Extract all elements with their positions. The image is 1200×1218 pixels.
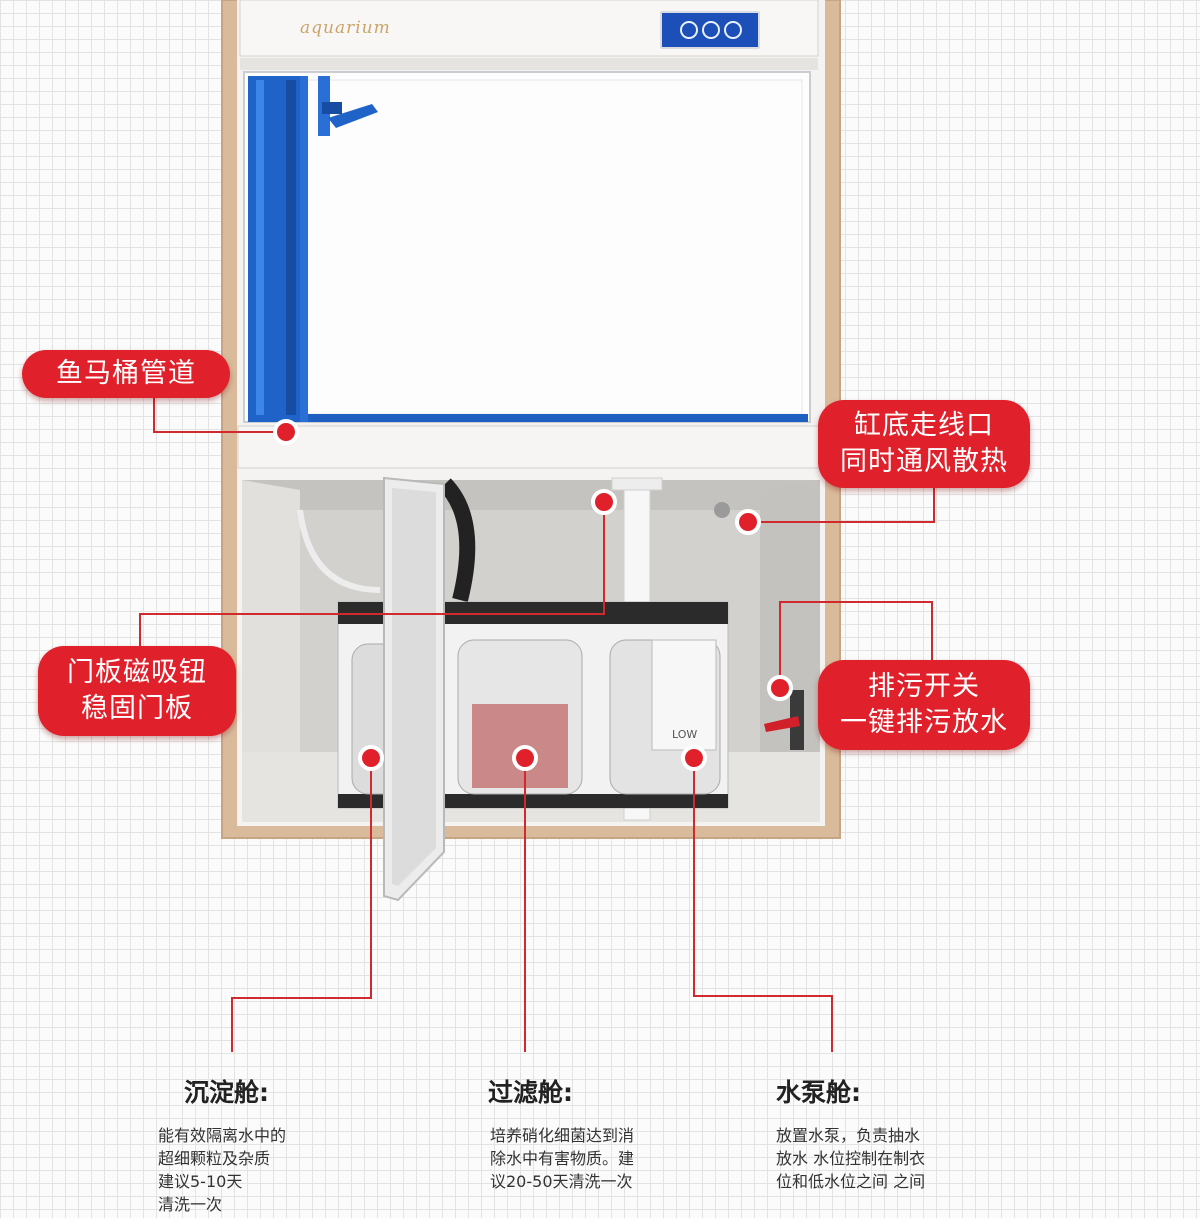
desc-line: 建议5-10天 [158,1172,243,1191]
desc-line: 除水中有害物质。建 [490,1149,635,1168]
dot-drain-switch [767,675,793,701]
desc-line: 能有效隔离水中的 [158,1126,287,1145]
desc-line: 清洗一次 [158,1195,223,1214]
dot-sediment-chamber [358,745,384,771]
callout-door-magnet: 门板磁吸钮 稳固门板 [38,646,236,736]
panel-button-icon [680,21,698,39]
pump-chamber-desc: 放置水泵，负责抽水 放水 水位控制在制衣 位和低水位之间 之间 [776,1124,925,1193]
control-panel-display [660,11,760,49]
desc-line: 培养硝化细菌达到消 [490,1126,635,1145]
brand-logo-text: aquarium [300,18,391,38]
dot-pump-chamber [681,745,707,771]
callout-line: 缸底走线口 [854,410,994,441]
callout-line: 稳固门板 [81,693,193,724]
callout-line: 一键排污放水 [840,707,1008,738]
panel-button-icon [702,21,720,39]
panel-button-icon [724,21,742,39]
pump-chamber-title: 水泵舱: [776,1078,861,1107]
filter-chamber-desc: 培养硝化细菌达到消 除水中有害物质。建 议20-50天清洗一次 [490,1124,634,1193]
desc-line: 放水 水位控制在制衣 [776,1149,926,1168]
pointer-dots [273,419,793,771]
filter-chamber-title: 过滤舱: [488,1078,573,1107]
desc-line: 放置水泵，负责抽水 [776,1126,921,1145]
dot-toilet-pipe [273,419,299,445]
dot-cable-outlet [735,509,761,535]
callout-line: 鱼马桶管道 [56,358,196,389]
callout-toilet-pipe: 鱼马桶管道 [22,350,230,398]
desc-line: 超细颗粒及杂质 [158,1149,271,1168]
sediment-chamber-desc: 能有效隔离水中的 超细颗粒及杂质 建议5-10天 清洗一次 [158,1124,286,1216]
callout-line: 同时通风散热 [840,446,1008,477]
dot-filter-chamber [512,745,538,771]
cable-hole [714,502,730,518]
sediment-chamber-title: 沉淀舱: [184,1078,269,1107]
leader-lines [139,392,935,1052]
callout-drain-switch: 排污开关 一键排污放水 [818,660,1030,750]
desc-line: 议20-50天清洗一次 [490,1172,633,1191]
callout-line: 排污开关 [868,671,980,702]
low-level-label: LOW [672,728,697,741]
tank-base [237,425,823,469]
callout-bottom-outlet: 缸底走线口 同时通风散热 [818,400,1030,488]
dot-door-magnet [591,489,617,515]
callout-line: 门板磁吸钮 [67,657,207,688]
glass-tank [243,71,811,423]
desc-line: 位和低水位之间 之间 [776,1172,926,1191]
